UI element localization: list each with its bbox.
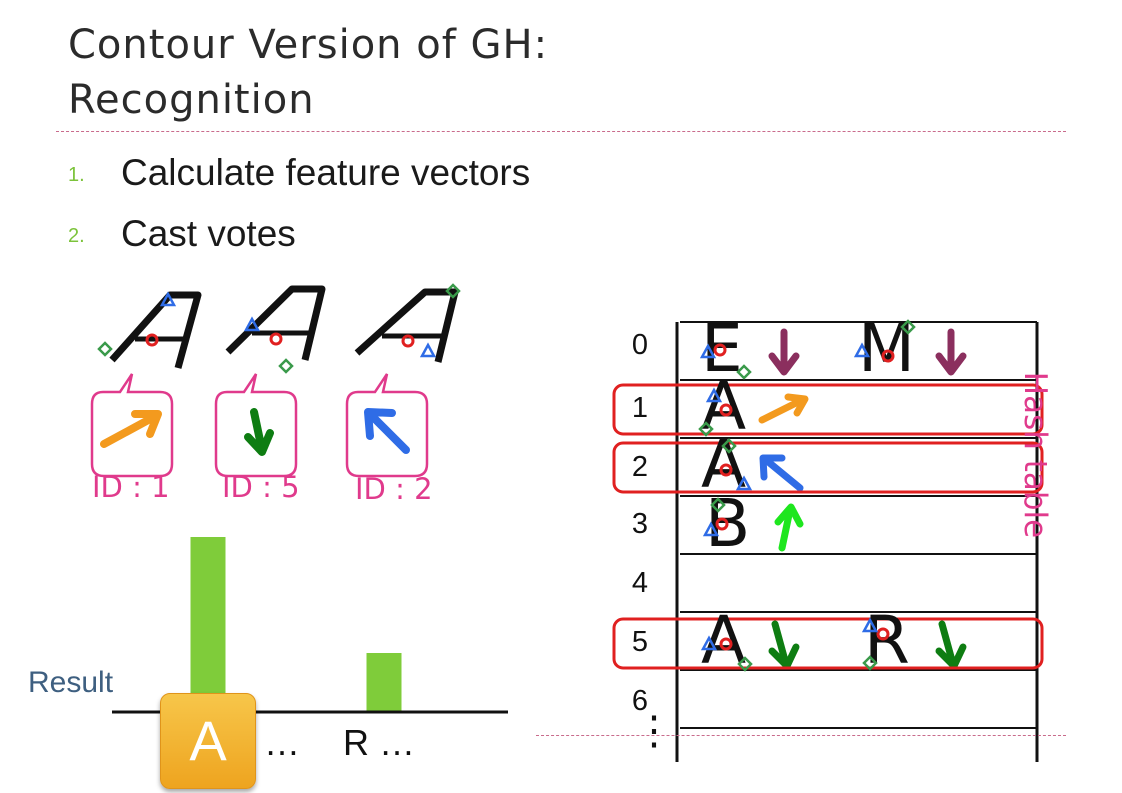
highlight-row-2 — [612, 441, 1044, 494]
vote-bar-r — [366, 653, 402, 711]
bottom-divider — [536, 735, 1066, 736]
feature-id-1: ID : 1 — [92, 470, 170, 504]
feature-id-2: ID : 2 — [355, 472, 433, 506]
feature-glyph-2 — [225, 285, 326, 374]
row1-arrow-a — [758, 393, 809, 424]
hash-table-label: Hash table — [1017, 371, 1053, 539]
feature-bubble-2 — [214, 373, 298, 478]
row2-arrow-a — [759, 454, 804, 492]
row3-arrow-b — [774, 503, 804, 552]
title-divider — [56, 131, 1066, 132]
result-label: Result — [28, 666, 114, 699]
row-index-4: 4 — [631, 567, 649, 599]
row5-arrow-r — [935, 620, 967, 670]
step-1-text: Calculate feature vectors — [121, 152, 531, 193]
entry-row0-m: M — [858, 310, 915, 387]
row-index-5: 5 — [631, 626, 649, 658]
winner-letter: A — [189, 709, 227, 772]
row5-arrow-a — [768, 620, 800, 670]
row-index-0: 0 — [631, 329, 649, 361]
row-index-3: 3 — [631, 508, 649, 540]
feature-id-5: ID : 5 — [222, 470, 300, 504]
step-2-number: 2. — [68, 225, 85, 247]
row-index-6: 6 — [631, 685, 649, 717]
row0-arrow-m — [935, 328, 967, 376]
highlight-row-1 — [612, 383, 1044, 436]
slide-title: Contour Version of GH: Recognition — [68, 22, 549, 123]
row0-arrow-e — [768, 328, 800, 376]
x-label-r: R … — [343, 722, 415, 763]
step-2-text: Cast votes — [121, 213, 296, 254]
feature-bubble-3 — [345, 373, 429, 478]
feature-glyph-1 — [97, 291, 202, 369]
vote-bar-a — [190, 537, 226, 711]
winner-badge: A — [160, 693, 256, 789]
row-index-2: 2 — [631, 451, 649, 483]
entry-row5-r: R — [864, 602, 910, 679]
feature-bubble-1 — [90, 373, 174, 478]
row-index-1: 1 — [631, 392, 649, 424]
highlight-row-5 — [612, 617, 1044, 670]
feature-glyph-3 — [354, 283, 461, 363]
step-1-number: 1. — [68, 164, 85, 186]
x-label-ellipsis: … — [264, 722, 300, 763]
